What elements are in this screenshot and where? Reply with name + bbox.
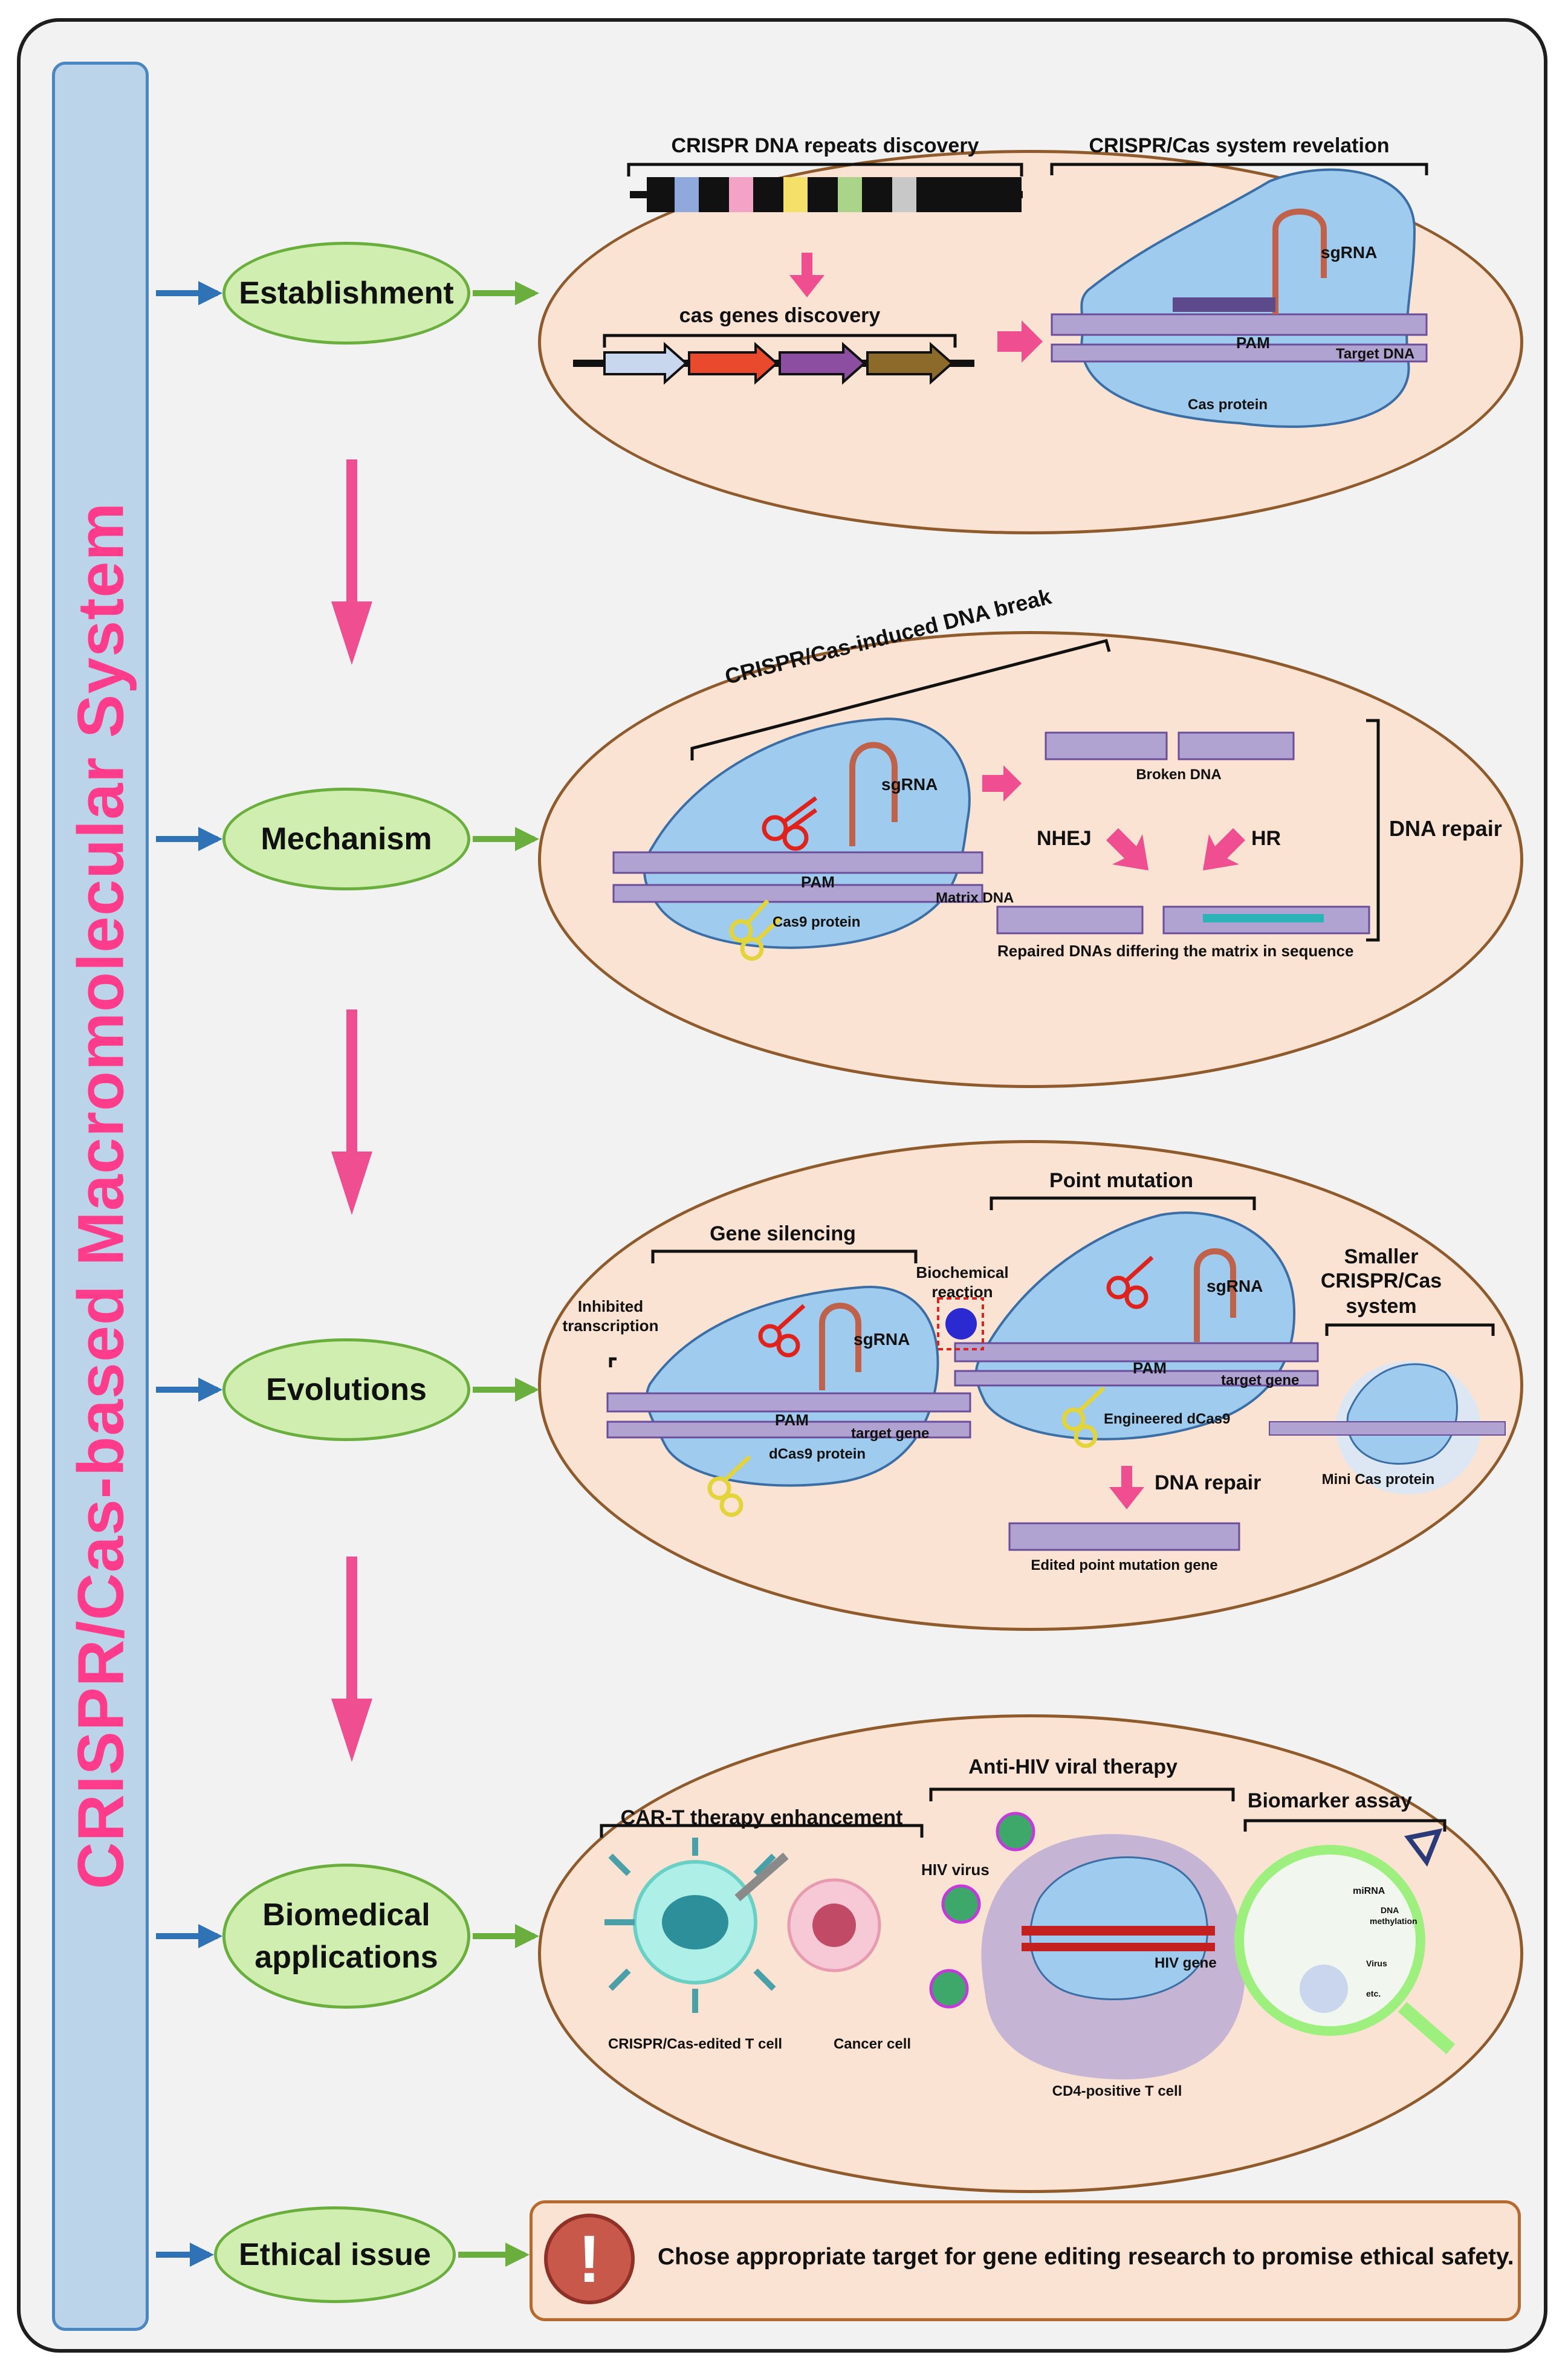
scissors-icon [707,1386,1106,1517]
engineered-dcas9-icon [937,1211,1319,1440]
sidebar [52,62,149,2331]
label-dna-repair: DNA repair [1389,816,1502,841]
dna-icon [996,731,1370,935]
label-cas-genes: cas genes discovery [679,304,881,327]
label-reaction: reaction [931,1283,993,1301]
label-pam: PAM [801,873,835,891]
label-cas-protein: Cas protein [1188,397,1268,413]
label-system: system [1346,1295,1417,1318]
label-virus: Virus [1366,1959,1387,1968]
label-sgrna: sgRNA [881,775,938,794]
mini-cas-icon [1269,1361,1506,1494]
dna-icon [1008,1522,1240,1551]
label-dna-repair: DNA repair [1155,1471,1262,1494]
label-dcas9: dCas9 protein [769,1446,866,1462]
label-inhibited: Inhibited [577,1297,644,1315]
label-gene-silencing: Gene silencing [710,1222,856,1245]
stage-label: Establishment [239,275,454,311]
stage-label: Mechanism [261,821,432,857]
label-methylation: methylation [1370,1916,1417,1926]
label-crispr-cas: CRISPR/Cas [1320,1269,1442,1292]
cas-protein-icon [1051,168,1428,428]
label-cancer-cell: Cancer cell [833,2036,912,2052]
label-target-gene: target gene [1221,1372,1300,1388]
label-matrix-dna: Matrix DNA [936,890,1014,906]
label-point-mutation: Point mutation [1049,1169,1193,1192]
t-cell-icon [604,1838,789,2013]
label-sgrna: sgRNA [854,1330,910,1349]
label-mini-cas: Mini Cas protein [1321,1471,1435,1488]
label-biochemical: Biochemical [916,1263,1009,1281]
label-etc: etc. [1366,1989,1381,1998]
label-pam: PAM [1133,1359,1167,1377]
label-mirna: miRNA [1353,1886,1385,1896]
stage-label: Evolutions [266,1372,427,1407]
label-cart: CAR-T therapy enhancement [620,1806,903,1829]
stage-label: Ethical issue [239,2237,431,2272]
virus-icon [929,1812,1035,2009]
label-dna: DNA [1381,1905,1399,1915]
label-hiv-gene: HIV gene [1155,1955,1217,1971]
magnifier-icon [1234,1828,1456,2055]
stage-ethical: Ethical issue [214,2206,456,2303]
label-anti-hiv: Anti-HIV viral therapy [968,1755,1178,1778]
cd4-cell-icon [981,1834,1245,2079]
ethics-box [530,2200,1521,2321]
label-cd4: CD4-positive T cell [1052,2083,1182,2099]
label-target-dna: Target DNA [1336,346,1415,362]
label-hiv-virus: HIV virus [921,1861,990,1879]
alert-icon: ! [544,2214,635,2304]
cas9-complex-icon [612,718,983,949]
label-smaller: Smaller [1344,1245,1419,1268]
label-broken-dna: Broken DNA [1136,766,1222,783]
cas-genes-icon [573,342,974,385]
label-transcription: transcription [562,1317,659,1335]
stage-label: applications [254,1940,438,1975]
label-hr: HR [1251,827,1281,850]
label-pam: PAM [1236,334,1270,352]
scissors-icon [762,796,818,851]
label-engineered: Engineered dCas9 [1104,1411,1231,1427]
stage-biomedical: Biomedical applications [222,1864,470,2009]
stage-mechanism: Mechanism [222,788,470,890]
blue-arrow-icon [156,281,222,2267]
label-repeats: CRISPR DNA repeats discovery [671,134,979,157]
crispr-repeats-icon [630,177,1023,212]
stage-establishment: Establishment [222,242,470,345]
dcas9-complex-icon [606,1286,971,1487]
stage-label: Biomedical [262,1897,430,1933]
label-edited: Edited point mutation gene [1031,1557,1218,1573]
label-biomarker: Biomarker assay [1247,1789,1413,1812]
ethics-statement: Chose appropriate target for gene editin… [658,2244,1514,2270]
scissors-icon [729,899,782,961]
label-sgrna: sgRNA [1207,1277,1263,1295]
label-nhej: NHEJ [1037,827,1092,850]
label-pam: PAM [775,1411,809,1429]
label-cas9: Cas9 protein [773,914,861,930]
label-target-gene: target gene [851,1425,930,1442]
cancer-cell-icon [787,1878,881,1972]
label-t-cell: CRISPR/Cas-edited T cell [607,2036,783,2052]
green-arrow-icon [458,281,539,2267]
label-revelation: CRISPR/Cas system revelation [1089,134,1390,157]
scissors-icon [758,1256,1154,1358]
stage-evolutions: Evolutions [222,1338,470,1441]
label-sgrna: sgRNA [1321,243,1378,262]
label-repaired: Repaired DNAs differing the matrix in se… [997,942,1354,960]
pink-down-arrow-icon [331,459,372,1762]
